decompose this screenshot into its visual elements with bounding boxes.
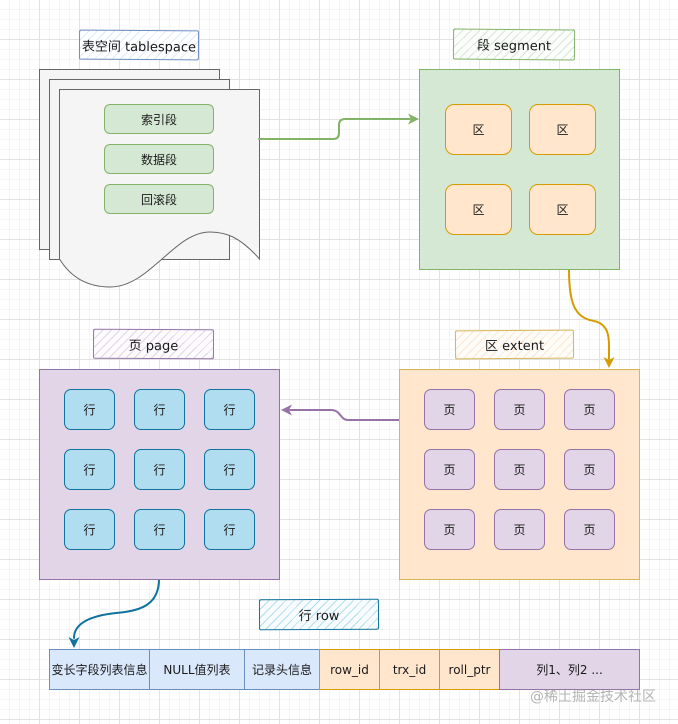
- field-variable-length-list: 变长字段列表信息: [49, 649, 150, 690]
- extent-title: 区 extent: [454, 329, 575, 360]
- watermark: @稀土掘金技术社区: [530, 689, 656, 705]
- page-item: 页: [424, 509, 475, 550]
- arrow-tablespace-to-segment: [258, 113, 419, 140]
- segment-type-rollback: 回滚段: [104, 184, 214, 214]
- row-item: 行: [64, 509, 115, 550]
- arrow-segment-to-extent: [568, 268, 615, 368]
- page-item: 页: [564, 449, 615, 490]
- page-item: 页: [424, 449, 475, 490]
- page-item: 页: [494, 389, 545, 430]
- segment-container: [419, 69, 620, 270]
- page-item: 页: [424, 389, 475, 430]
- row-item: 行: [64, 449, 115, 490]
- page-item: 页: [494, 449, 545, 490]
- field-columns: 列1、列2 ...: [499, 649, 640, 690]
- page-item: 页: [564, 509, 615, 550]
- field-roll-ptr: roll_ptr: [439, 649, 500, 690]
- row-item: 行: [134, 389, 185, 430]
- extent-item: 区: [529, 184, 596, 235]
- page-item: 页: [564, 389, 615, 430]
- row-item: 行: [134, 509, 185, 550]
- row-item: 行: [204, 509, 255, 550]
- arrow-extent-to-page: [281, 404, 400, 421]
- extent-item: 区: [529, 104, 596, 155]
- segment-title: 段 segment: [452, 28, 576, 61]
- extent-item: 区: [445, 104, 512, 155]
- field-null-list: NULL值列表: [149, 649, 245, 690]
- arrow-page-to-row: [68, 578, 160, 648]
- row-item: 行: [204, 389, 255, 430]
- row-item: 行: [134, 449, 185, 490]
- segment-type-index: 索引段: [104, 104, 214, 134]
- tablespace-title: 表空间 tablespace: [78, 29, 200, 61]
- segment-type-data: 数据段: [104, 144, 214, 174]
- page-item: 页: [494, 509, 545, 550]
- row-item: 行: [64, 389, 115, 430]
- field-record-header: 记录头信息: [244, 649, 320, 690]
- extent-item: 区: [445, 184, 512, 235]
- page-title: 页 page: [92, 328, 215, 360]
- field-trx-id: trx_id: [379, 649, 440, 690]
- field-row-id: row_id: [319, 649, 380, 690]
- row-item: 行: [204, 449, 255, 490]
- row-title: 行 row: [258, 598, 380, 631]
